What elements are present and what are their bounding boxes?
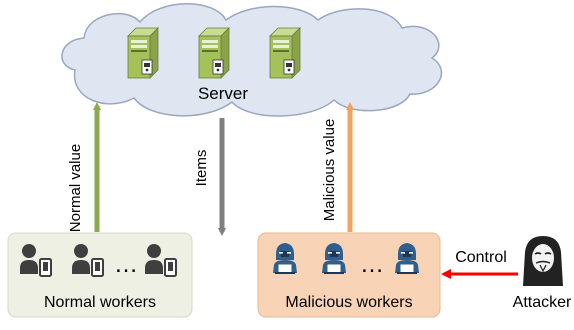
server-label: Server xyxy=(198,84,248,103)
control-label: Control xyxy=(455,249,507,266)
normal-workers-ellipsis: … xyxy=(114,251,138,278)
malicious-workers-ellipsis: … xyxy=(360,251,384,278)
normal-value-label: Normal value xyxy=(67,144,84,232)
server-tower-icon-1 xyxy=(127,27,159,79)
malicious-workers-group: … Malicious workers xyxy=(257,232,441,318)
server-tower-icon-2 xyxy=(198,27,230,79)
masked-attacker-icon xyxy=(523,236,563,286)
server-tower-icon-3 xyxy=(269,27,301,79)
server-cloud: Server xyxy=(61,3,443,117)
malicious-value-label: Malicious value xyxy=(321,119,338,222)
normal-workers-label: Normal workers xyxy=(44,294,156,311)
items-label: Items xyxy=(193,150,210,187)
normal-workers-group: … Normal workers xyxy=(7,232,193,318)
attacker-label: Attacker xyxy=(513,294,572,311)
malicious-workers-label: Malicious workers xyxy=(285,294,412,311)
